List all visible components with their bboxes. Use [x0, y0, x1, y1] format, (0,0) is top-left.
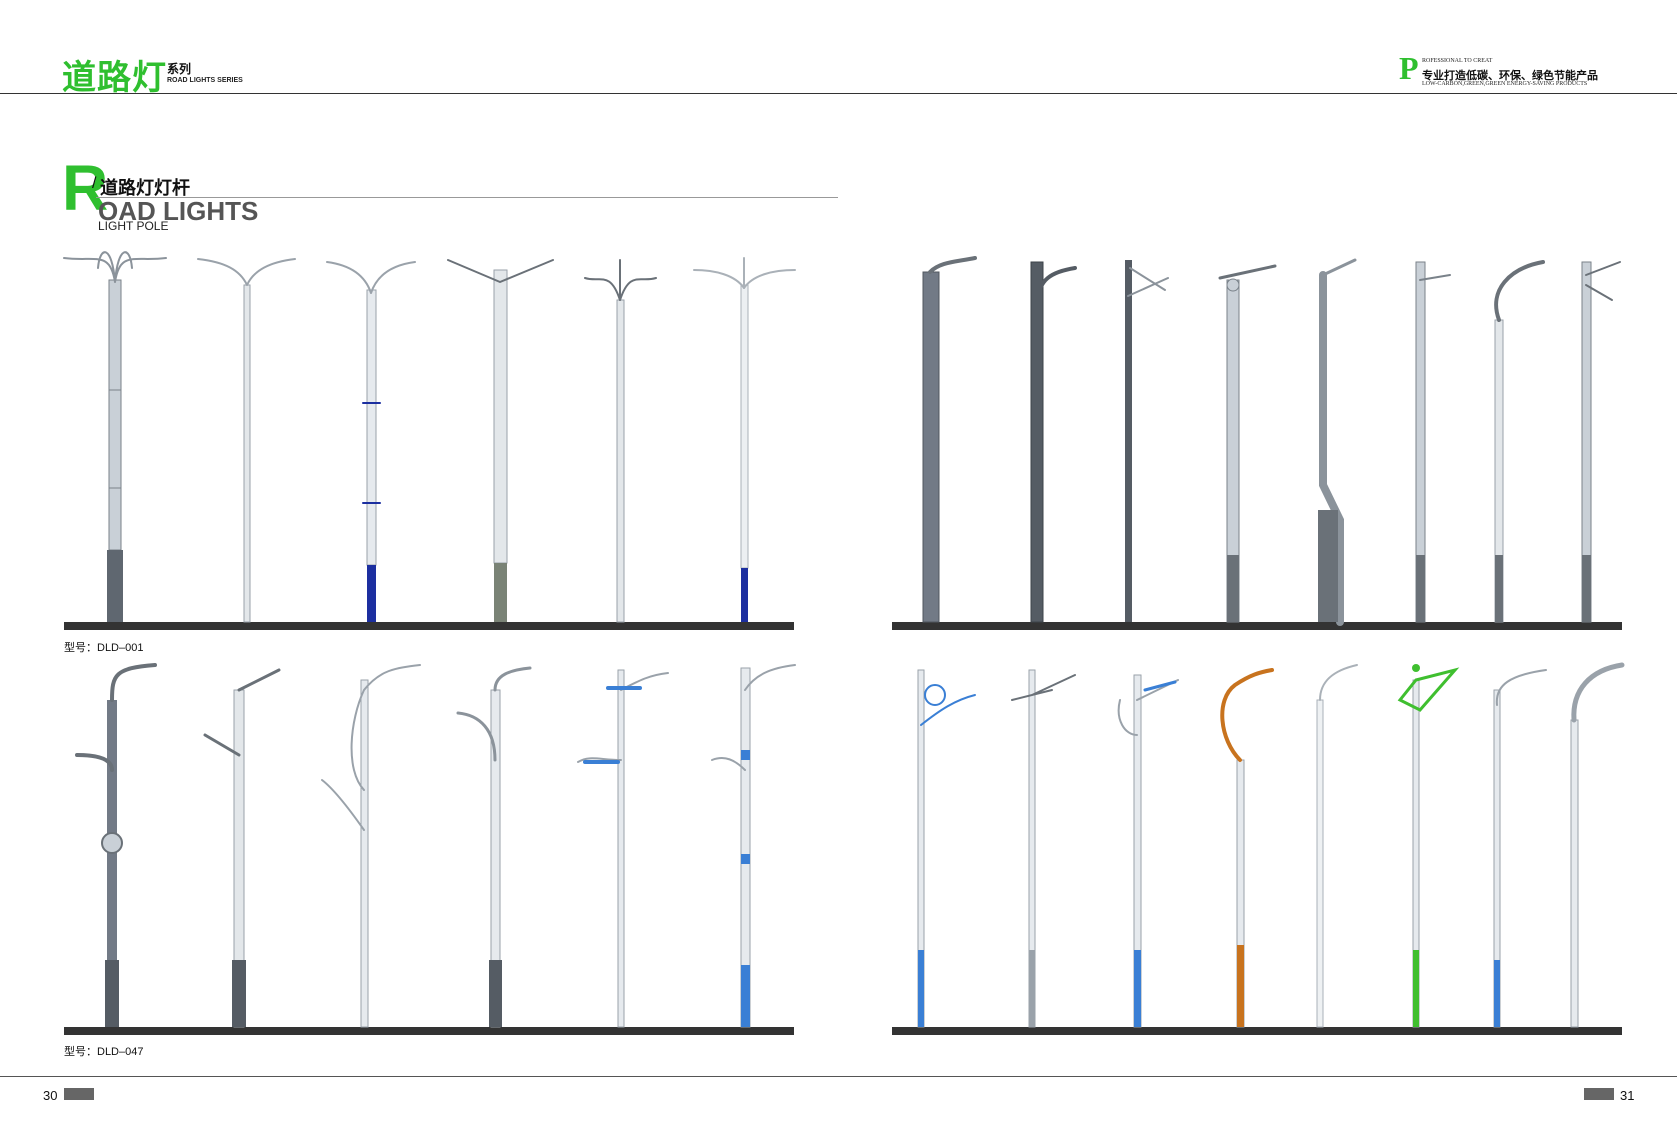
light-pole-11 — [1318, 258, 1357, 626]
light-pole-24 — [1220, 668, 1274, 1028]
section-subtitle-en: LIGHT POLE — [98, 219, 169, 233]
light-pole-18 — [456, 666, 532, 1028]
light-pole-1 — [63, 251, 167, 622]
series-label-en: ROAD LIGHTS SERIES — [167, 77, 243, 84]
tagline-cn: 专业打造低碳、环保、绿色节能产品 — [1422, 69, 1598, 82]
ground-strip — [892, 622, 1622, 630]
light-pole-4 — [447, 259, 554, 622]
light-pole-25 — [1316, 664, 1358, 1028]
model-label: 型号：DLD–001 — [64, 642, 144, 654]
light-pole-14 — [1581, 261, 1621, 623]
light-pole-21 — [917, 669, 976, 1028]
ground-strip — [64, 622, 794, 630]
light-pole-12 — [1415, 261, 1451, 623]
section-initial: R — [62, 152, 109, 224]
tagline-en-bottom: LOW-CARBON,GREEN,GREEN ENERGY-SAVING PRO… — [1422, 81, 1588, 87]
light-pole-23 — [1117, 674, 1179, 1028]
model-label: 型号：DLD–047 — [64, 1046, 144, 1058]
light-pole-8 — [1030, 261, 1077, 623]
light-pole-10 — [1218, 264, 1277, 623]
header-divider — [0, 93, 1677, 94]
page-number-right: 31 — [1620, 1088, 1635, 1103]
light-pole-3 — [326, 261, 416, 622]
page-marker-left — [64, 1088, 94, 1100]
series-label-cn: 系列 — [167, 62, 192, 76]
light-pole-26 — [1397, 664, 1460, 1028]
tagline-initial: P — [1399, 50, 1419, 86]
footer-divider — [0, 1076, 1677, 1077]
section-title-en: OAD LIGHTS — [98, 196, 259, 226]
page-number-left: 30 — [43, 1088, 58, 1103]
light-pole-28 — [1570, 662, 1625, 1028]
section-title-cn: 道路灯灯杆 — [100, 178, 190, 199]
light-pole-27 — [1493, 669, 1547, 1028]
light-pole-5 — [584, 259, 657, 623]
light-pole-9 — [1125, 260, 1169, 622]
light-pole-6 — [693, 257, 796, 622]
brand-title: 道路灯 — [62, 58, 167, 98]
light-pole-17 — [321, 664, 421, 1028]
light-pole-7 — [922, 256, 977, 623]
ground-strip — [892, 1027, 1622, 1035]
light-pole-22 — [1011, 669, 1076, 1028]
section-slash: / — [92, 175, 97, 192]
light-pole-2 — [197, 258, 296, 623]
tagline-en-top: ROFESSIONAL TO CREAT — [1422, 58, 1493, 64]
light-pole-20 — [711, 664, 796, 1028]
light-pole-13 — [1494, 260, 1545, 623]
ground-strip — [64, 1027, 794, 1035]
page-marker-right — [1584, 1088, 1614, 1100]
light-pole-19 — [577, 669, 669, 1028]
section-divider — [96, 197, 838, 198]
light-pole-16 — [203, 668, 281, 1028]
light-pole-15 — [75, 663, 157, 1027]
